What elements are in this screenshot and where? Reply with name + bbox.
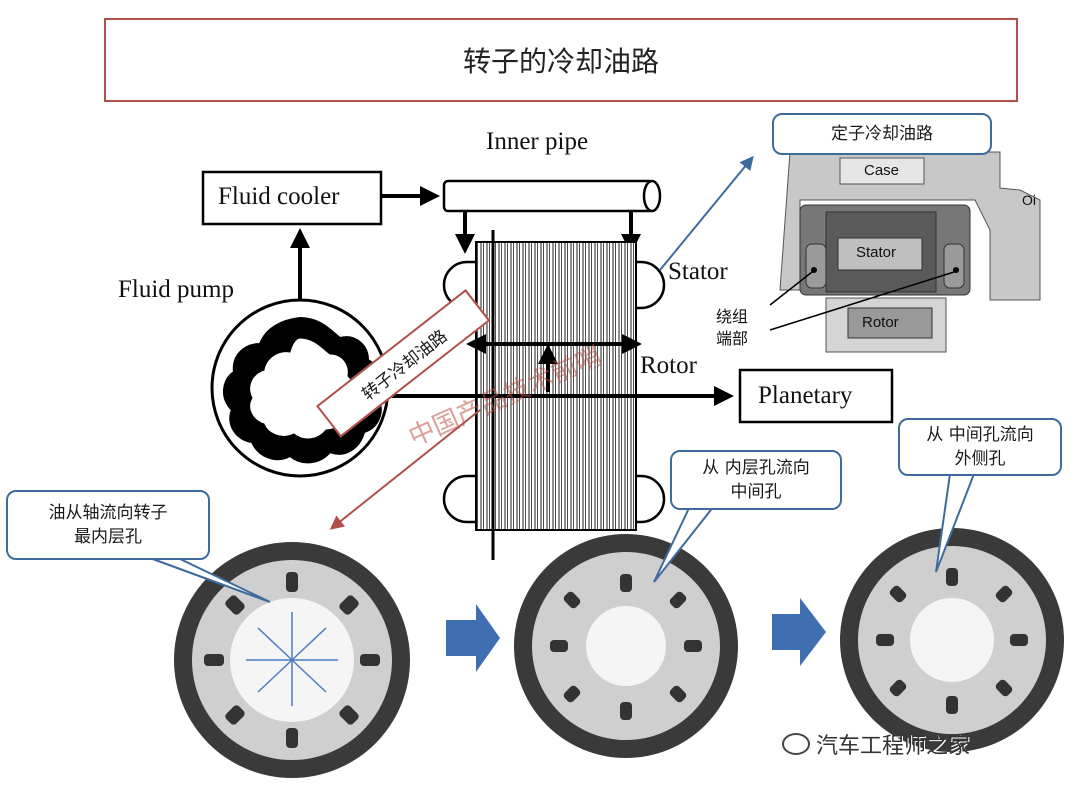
fluid-cooler-label: Fluid cooler <box>218 183 340 210</box>
callout-middle-hole: 从 内层孔流向 中间孔 <box>670 450 842 510</box>
inner-pipe <box>442 179 656 213</box>
rotor-core <box>475 241 637 531</box>
fluid-pump-label: Fluid pump <box>118 276 234 303</box>
stator-cooling-callout: 定子冷却油路 <box>772 113 992 155</box>
flow-arrow-2 <box>772 598 826 666</box>
stator-label: Stator <box>668 258 728 285</box>
stator-inset <box>769 151 1041 353</box>
inset-case-label: Case <box>864 162 900 179</box>
rotor-disc-2 <box>514 534 738 758</box>
callout-outer-hole: 从 中间孔流向 外侧孔 <box>898 418 1062 476</box>
inset-stator-label: Stator <box>856 244 897 261</box>
winding-end-label: 绕组 端部 <box>716 307 749 348</box>
planetary-label: Planetary <box>758 382 853 409</box>
page-title: 转子的冷却油路 <box>104 18 1018 102</box>
inner-pipe-label: Inner pipe <box>486 128 589 155</box>
flow-arrow-1 <box>446 604 500 672</box>
rotor-label: Rotor <box>640 352 697 379</box>
rotor-disc-3 <box>840 528 1064 752</box>
fluid-cooler-box <box>201 170 383 226</box>
callout-inner-hole: 油从轴流向转子 最内层孔 <box>6 490 210 560</box>
inset-rotor-label: Rotor <box>862 314 899 331</box>
inset-oil-label: Oi <box>1022 192 1036 208</box>
brand-watermark: 汽车工程师之家 <box>782 728 970 760</box>
rotor-disc-1 <box>174 542 410 778</box>
brand-text: 汽车工程师之家 <box>816 734 971 759</box>
wechat-icon <box>782 733 810 755</box>
planetary-box <box>738 368 894 424</box>
